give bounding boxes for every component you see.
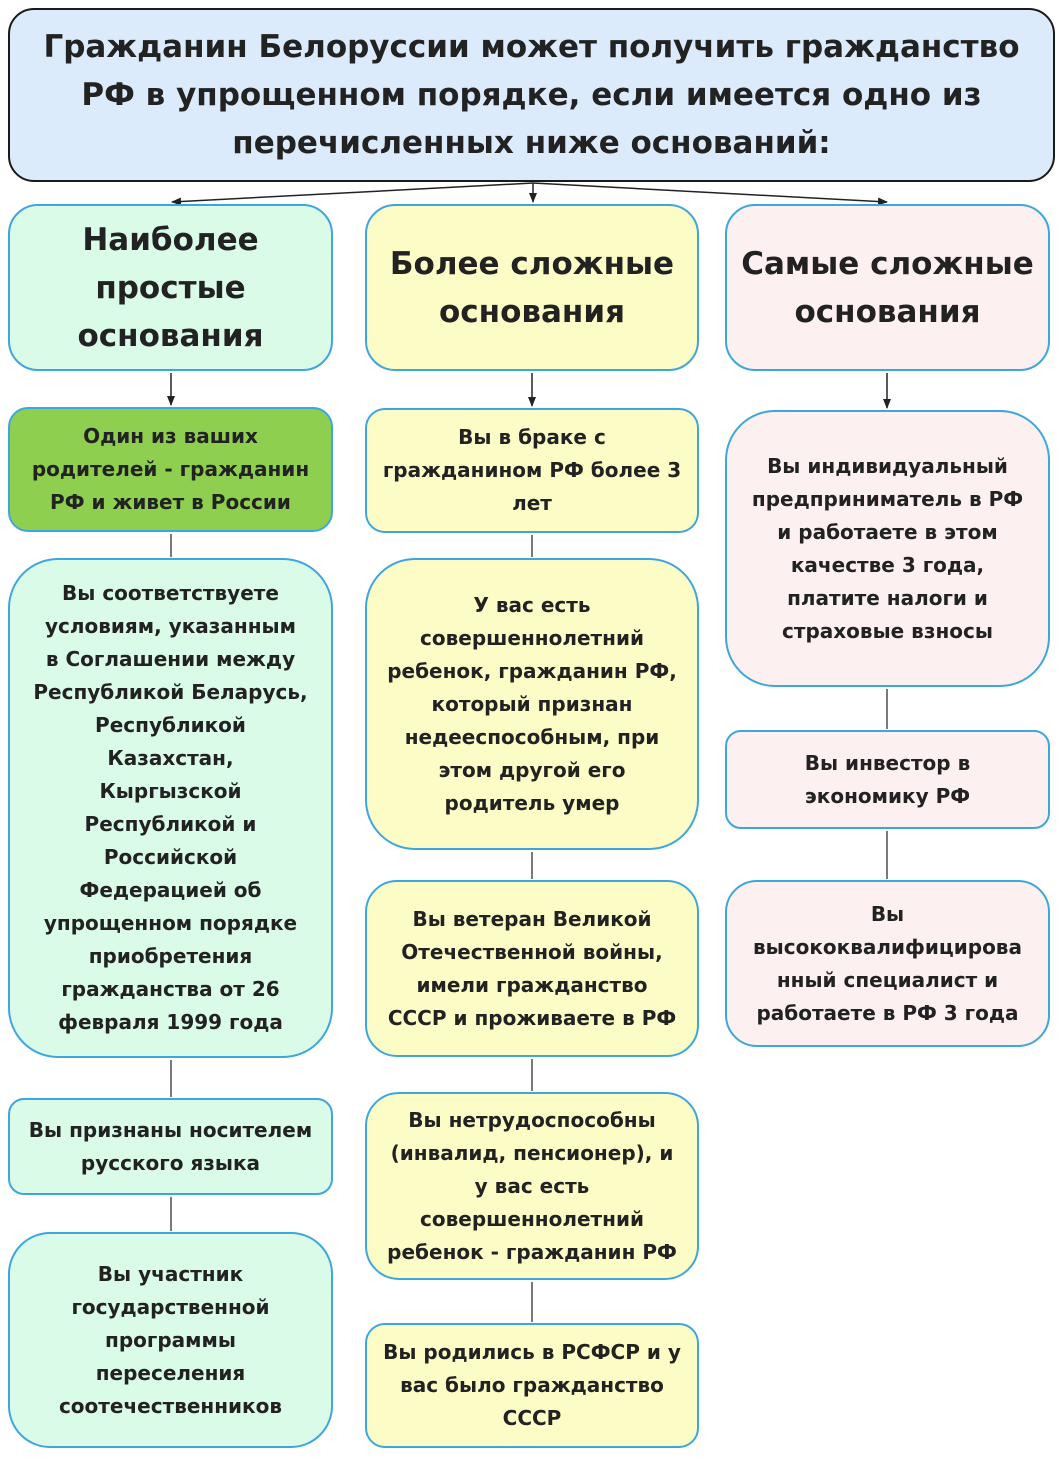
basis-war-veteran: Вы ветеран Великой Отечественной войны, …	[365, 880, 699, 1057]
node-line: платите налоги и	[787, 585, 988, 610]
node-line: государственной	[71, 1294, 270, 1319]
column-header-most-complex: Самые сложные основания	[725, 204, 1050, 371]
node-line: переселения	[95, 1360, 246, 1385]
node-line: Один из ваших	[83, 424, 258, 448]
basis-incapacitated-child: У вас есть совершеннолетний ребенок, гра…	[365, 558, 699, 850]
title-box: Гражданин Белоруссии может получить граж…	[8, 8, 1055, 182]
basis-marriage: Вы в браке с гражданином РФ более 3 лет	[365, 408, 699, 533]
node-line: Отечественной войны,	[401, 939, 663, 964]
arrow-title-to-col1	[171, 182, 534, 206]
node-line: Вы в браке с	[458, 425, 606, 449]
basis-native-russian-speaker: Вы признаны носителем русского языка	[8, 1098, 333, 1195]
node-line: Вы соответствуете	[62, 581, 279, 605]
title-line: Гражданин Белоруссии может получить граж…	[43, 29, 1020, 65]
basis-born-in-rsfsr: Вы родились в РСФСР и у вас было граждан…	[365, 1323, 699, 1448]
node-line: Казахстан,	[107, 746, 234, 770]
node-line: который признан	[431, 691, 633, 716]
basis-agreement-1999: Вы соответствуете условиям, указанным в …	[8, 558, 333, 1058]
node-line: гражданином РФ более 3	[382, 458, 682, 482]
node-line: высококвалифицирова	[753, 934, 1022, 959]
node-line: РФ и живет в России	[50, 490, 291, 514]
header-line: Более сложные	[389, 245, 675, 282]
basis-disabled-with-adult-child: Вы нетрудоспособны (инвалид, пенсионер),…	[365, 1092, 699, 1280]
node-line: гражданства от 26	[61, 977, 280, 1001]
node-line: лет	[512, 491, 552, 515]
node-line: Вы индивидуальный	[767, 453, 1008, 478]
node-line: недееспособным, при	[404, 724, 660, 749]
arrow-title-to-col3	[532, 182, 888, 206]
node-line: Вы инвестор в	[804, 750, 971, 775]
node-line: работаете в РФ 3 года	[756, 1000, 1019, 1025]
header-line: Самые сложные	[741, 245, 1034, 282]
node-line: родитель умер	[444, 790, 620, 815]
node-line: Республикой и	[84, 812, 257, 836]
title-line: РФ в упрощенном порядке, если имеется од…	[81, 77, 982, 113]
node-line: ребенок, гражданин РФ,	[387, 658, 677, 683]
node-line: этом другой его	[438, 757, 626, 782]
node-line: Вы нетрудоспособны	[408, 1107, 656, 1132]
node-line: (инвалид, пенсионер), и	[390, 1140, 674, 1165]
node-line: Российской	[103, 845, 238, 869]
node-line: приобретения	[88, 944, 253, 968]
basis-highly-qualified-specialist: Вы высококвалифицирова нный специалист и…	[725, 880, 1050, 1047]
node-line: предприниматель в РФ	[751, 486, 1024, 511]
node-line: Республикой Беларусь,	[33, 680, 308, 704]
node-line: ребенок - гражданин РФ	[387, 1239, 677, 1264]
node-line: соотечественников	[58, 1393, 283, 1418]
node-line: упрощенном порядке	[43, 911, 298, 935]
node-line: СССР	[502, 1406, 562, 1430]
node-line: вас было гражданство	[400, 1373, 664, 1397]
header-line: простые	[95, 269, 246, 306]
node-line: и работаете в этом	[777, 519, 998, 544]
node-line: февраля 1999 года	[58, 1010, 283, 1034]
basis-parent-citizen: Один из ваших родителей - гражданин РФ и…	[8, 407, 333, 532]
node-line: Вы родились в РСФСР и у	[383, 1340, 681, 1364]
node-line: программы	[105, 1327, 236, 1352]
node-line: нный специалист и	[776, 967, 999, 992]
node-line: экономику РФ	[804, 783, 971, 808]
basis-resettlement-program: Вы участник государственной программы пе…	[8, 1232, 333, 1448]
node-line: Вы признаны носителем	[28, 1117, 313, 1142]
node-line: совершеннолетний	[420, 625, 644, 650]
header-line: основания	[439, 293, 625, 330]
node-line: в Соглашении между	[45, 647, 296, 671]
node-line: имели гражданство	[416, 972, 648, 997]
basis-entrepreneur: Вы индивидуальный предприниматель в РФ и…	[725, 410, 1050, 687]
node-line: Вы участник	[97, 1261, 244, 1286]
column-header-complex: Более сложные основания	[365, 204, 699, 371]
basis-investor: Вы инвестор в экономику РФ	[725, 730, 1050, 829]
node-line: У вас есть	[473, 592, 591, 617]
node-line: СССР и проживаете в РФ	[387, 1005, 677, 1030]
header-line: основания	[77, 317, 264, 354]
header-line: Наиболее	[82, 221, 259, 258]
title-text: Гражданин Белоруссии может получить граж…	[43, 23, 1019, 167]
node-line: условиям, указанным	[44, 614, 296, 638]
node-line: у вас есть	[474, 1173, 590, 1198]
title-line: перечисленных ниже оснований:	[232, 125, 831, 161]
node-line: Федерацией об	[79, 878, 262, 902]
node-line: качестве 3 года,	[790, 552, 985, 577]
node-line: родителей - гражданин	[31, 457, 310, 481]
node-line: Вы	[870, 901, 905, 926]
node-line: русского языка	[80, 1150, 261, 1175]
node-line: Республикой	[95, 713, 246, 737]
header-line: основания	[794, 293, 981, 330]
column-header-simple: Наиболее простые основания	[8, 204, 333, 371]
node-line: Вы ветеран Великой	[412, 906, 652, 931]
node-line: страховые взносы	[782, 618, 993, 643]
node-line: Кыргызской	[99, 779, 242, 803]
node-line: совершеннолетний	[420, 1206, 644, 1231]
